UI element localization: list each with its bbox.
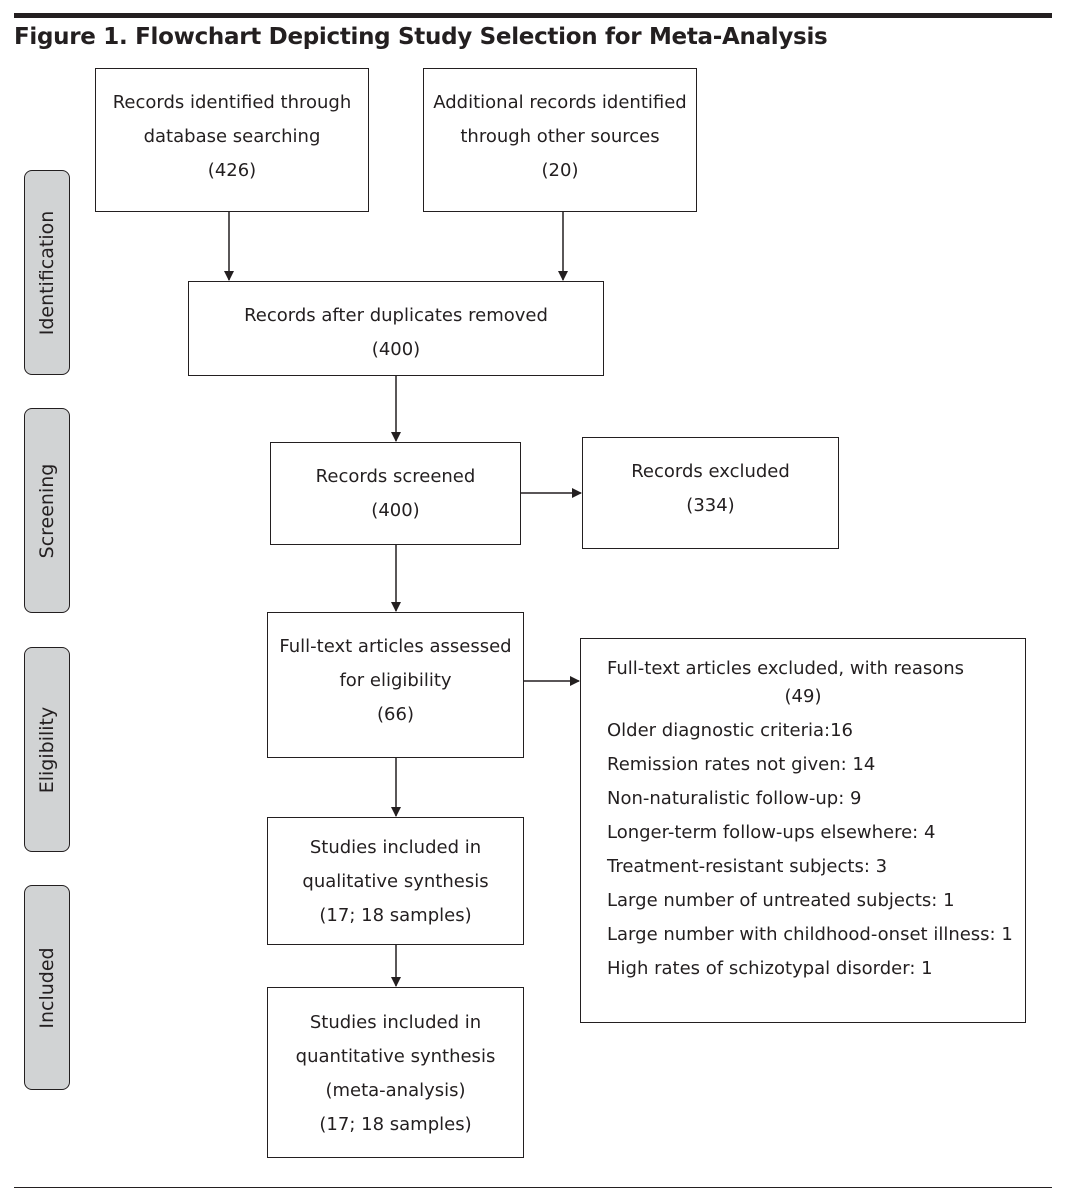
phase-screening: Screening [24,408,70,613]
other-sources-line2: through other sources [460,126,660,147]
figure-title: Figure 1. Flowchart Depicting Study Sele… [14,24,828,50]
quantitative-line1: Studies included in [309,1012,482,1033]
database-records-box: Records identified through database sear… [95,68,369,212]
fulltext-assessed-line2: for eligibility [339,670,452,691]
qualitative-line1: Studies included in [309,837,482,858]
fulltext-assessed-count: (66) [377,704,414,725]
qualitative-count: (17; 18 samples) [319,905,472,926]
database-records-line2: database searching [143,126,321,147]
exclusion-reason: Older diagnostic criteria:16 [607,720,853,741]
phase-identification: Identification [24,170,70,375]
database-records-line1: Records identified through [112,92,352,113]
records-excluded-line1: Records excluded [631,461,790,482]
phase-included: Included [24,885,70,1090]
phase-eligibility: Eligibility [24,647,70,852]
quantitative-count: (17; 18 samples) [319,1114,472,1135]
quantitative-line2: quantitative synthesis [295,1046,496,1067]
other-sources-count: (20) [541,160,579,181]
fulltext-assessed-box: Full-text articles assessed for eligibil… [267,612,524,758]
duplicates-removed-box: Records after duplicates removed (400) [188,281,604,376]
qualitative-line2: qualitative synthesis [302,871,489,892]
exclusion-reason: Large number with childhood-onset illnes… [607,924,1013,945]
qualitative-synthesis-box: Studies included in qualitative synthesi… [267,817,524,945]
fulltext-assessed-line1: Full-text articles assessed [279,636,512,657]
exclusion-reason: Large number of untreated subjects: 1 [607,890,955,911]
fulltext-excluded-line1: Full-text articles excluded, with reason… [607,658,965,679]
database-records-count: (426) [207,160,257,181]
records-screened-box: Records screened (400) [270,442,521,545]
fulltext-excluded-count: (49) [784,686,822,707]
bottom-rule [14,1187,1052,1188]
other-sources-line1: Additional records identified [433,92,687,113]
top-rule [14,13,1052,18]
fulltext-excluded-box: Full-text articles excluded, with reason… [580,638,1026,1023]
records-screened-line1: Records screened [315,466,476,487]
exclusion-reason: High rates of schizotypal disorder: 1 [607,958,933,979]
exclusion-reason: Longer-term follow-ups elsewhere: 4 [607,822,936,843]
exclusion-reason: Non-naturalistic follow-up: 9 [607,788,862,809]
duplicates-removed-count: (400) [371,339,421,360]
records-excluded-count: (334) [686,495,735,516]
exclusion-reason: Treatment-resistant subjects: 3 [607,856,888,877]
quantitative-line3: (meta-analysis) [325,1080,466,1101]
records-excluded-box: Records excluded (334) [582,437,839,549]
quantitative-synthesis-box: Studies included in quantitative synthes… [267,987,524,1158]
exclusion-reason: Remission rates not given: 14 [607,754,876,775]
records-screened-count: (400) [371,500,420,521]
other-sources-box: Additional records identified through ot… [423,68,697,212]
duplicates-removed-line1: Records after duplicates removed [244,305,548,326]
